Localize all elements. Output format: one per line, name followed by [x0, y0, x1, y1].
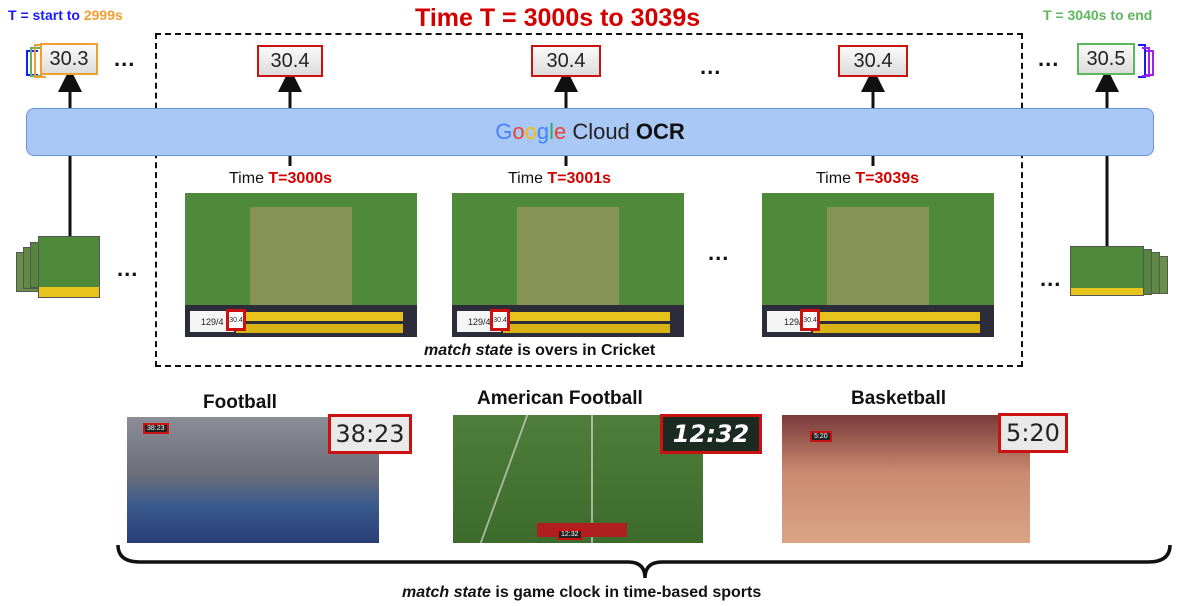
scoreboard-band	[185, 305, 417, 337]
ocr-value-mid3: 30.4	[838, 45, 908, 77]
ocr-value-mid2: 30.4	[531, 45, 601, 77]
cloud-text: Cloud	[566, 119, 636, 144]
cricket-frame-3: 129/4 30.4	[762, 193, 994, 337]
time-prefix: Time	[816, 170, 856, 187]
basketball-image: 5:20	[782, 415, 1030, 543]
field-line	[590, 415, 593, 543]
google-cloud-ocr-bar: Google Cloud OCR	[26, 108, 1154, 156]
score-text: 129/4	[468, 317, 491, 327]
overs-highlight: 30.4	[490, 309, 510, 331]
score-panel	[456, 311, 501, 332]
overs-highlight: 30.4	[800, 309, 820, 331]
score-panel	[766, 311, 811, 332]
field-line	[479, 415, 529, 543]
ellipsis-top-right: ...	[1038, 46, 1060, 71]
pitch	[249, 207, 353, 309]
small-clock: 5:20	[810, 431, 832, 442]
sport-title-basketball: Basketball	[851, 388, 947, 409]
score-text: 129/4	[784, 317, 807, 327]
left-time-range: T = start to 2999s	[8, 7, 123, 23]
pitch	[826, 207, 930, 309]
batter-strip	[503, 311, 671, 322]
ellipsis-top-left: ...	[114, 46, 136, 71]
cricket-frame-1: 129/4 30.4	[185, 193, 417, 337]
brand-letter: G	[495, 119, 513, 144]
ocr-value-right: 30.5	[1077, 43, 1135, 75]
time-prefix: Time	[229, 170, 269, 187]
left-time-suffix: 2999s	[83, 7, 123, 23]
frame-time-label-1: Time T=3000s	[229, 170, 332, 188]
ocr-value-left: 30.3	[40, 43, 98, 75]
frame-time-label-2: Time T=3001s	[508, 170, 611, 188]
thumb-band	[1071, 288, 1143, 295]
stack-layer	[1142, 47, 1150, 77]
left-time-prefix: T = start to	[8, 7, 84, 23]
ellipsis-frames-mid: ...	[708, 240, 730, 265]
brand-letter: o	[512, 119, 525, 144]
basketball-clock: 5:20	[998, 413, 1068, 453]
stack-frame	[1070, 246, 1144, 296]
runrate-strip	[503, 323, 671, 334]
brand-letter: l	[549, 119, 554, 144]
thumb-band	[39, 287, 99, 297]
ocr-text: OCR	[635, 119, 685, 144]
time-value: T=3039s	[855, 170, 920, 187]
right-time-range: T = 3040s to end	[1043, 7, 1153, 23]
bottom-caption: match state is game clock in time-based …	[402, 584, 761, 602]
brand-letter: e	[553, 119, 567, 144]
time-prefix: Time	[508, 170, 548, 187]
score-text: 129/4	[201, 317, 224, 327]
ocr-value-mid1: 30.4	[257, 45, 323, 77]
time-window-box	[155, 33, 1023, 367]
caption-rest: is overs in Cricket	[512, 342, 656, 359]
time-value: T=3000s	[268, 170, 333, 187]
right-frame-stack	[1070, 246, 1170, 298]
overs-highlight: 30.4	[226, 309, 246, 331]
runrate-strip	[236, 323, 404, 334]
main-title: Time T = 3000s to 3039s	[415, 4, 701, 32]
ellipsis-frames-right: ...	[1040, 266, 1062, 291]
ellipsis-frames-left: ...	[117, 256, 139, 281]
small-clock: 38:23	[143, 423, 169, 434]
cricket-caption: match state is overs in Cricket	[424, 342, 655, 360]
american-football-clock: 12:32	[660, 414, 762, 454]
caption-rest: is game clock in time-based sports	[490, 584, 762, 601]
time-value: T=3001s	[547, 170, 612, 187]
pitch	[516, 207, 620, 309]
brand-letter: o	[524, 119, 537, 144]
caption-italic: match state	[424, 342, 513, 359]
frame-time-label-3: Time T=3039s	[816, 170, 919, 188]
batter-strip	[813, 311, 981, 322]
sport-title-football: Football	[203, 392, 277, 413]
right-stack	[1130, 44, 1160, 78]
curly-brace	[116, 544, 1172, 579]
brand-letter: g	[536, 119, 550, 144]
football-clock: 38:23	[328, 414, 412, 454]
caption-italic: match state	[402, 584, 491, 601]
ellipsis-top-mid: ...	[700, 54, 722, 79]
small-clock: 12:32	[557, 529, 583, 540]
score-panel	[189, 311, 234, 332]
stack-layer	[1146, 50, 1154, 76]
batter-strip	[236, 311, 404, 322]
sport-title-american-football: American Football	[477, 388, 643, 409]
stack-frame	[38, 236, 100, 298]
google-logo-text: Google	[495, 119, 566, 145]
stack-layer	[1138, 44, 1146, 78]
cricket-frame-2: 129/4 30.4	[452, 193, 684, 337]
left-frame-stack	[16, 236, 106, 300]
runrate-strip	[813, 323, 981, 334]
